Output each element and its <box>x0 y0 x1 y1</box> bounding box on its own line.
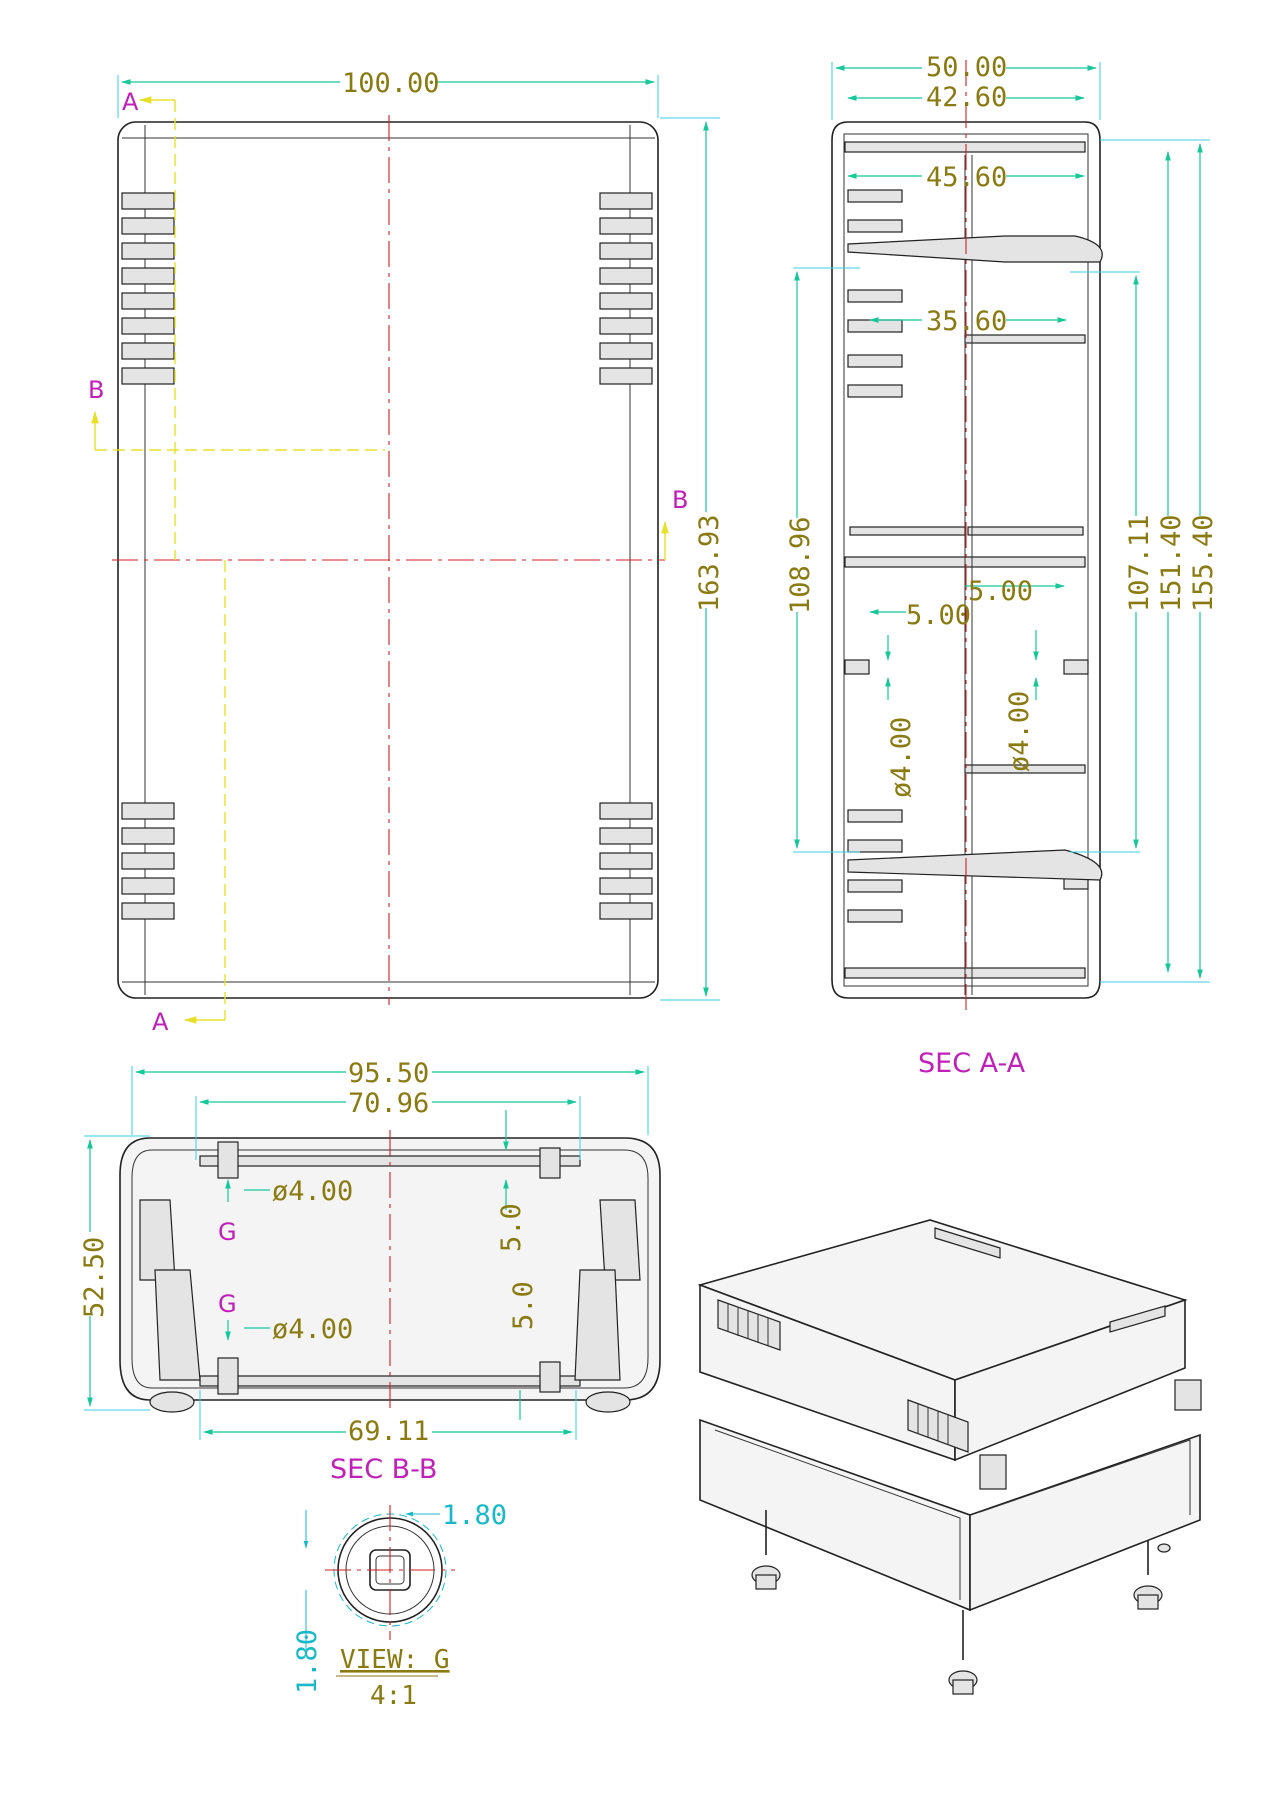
dim-bb-69: 69.11 <box>348 1416 429 1447</box>
section-aa-title: SEC A-A <box>918 1048 1026 1079</box>
isometric-enclosure <box>697 1219 1202 1695</box>
view-g-detail: 1.80 1.80 VIEW: G 4:1 <box>292 1500 507 1711</box>
iso-base-right <box>969 1433 1201 1612</box>
section-mark-g-bottom: G <box>218 1290 237 1318</box>
dim-bb-dia-bot: ø4.00 <box>272 1314 353 1345</box>
dim-bb-dia-top: ø4.00 <box>272 1176 353 1207</box>
section-bb-title: SEC B-B <box>330 1454 437 1485</box>
dim-aa-155: 155.40 <box>1188 514 1219 612</box>
dim-bb-70: 70.96 <box>348 1088 429 1119</box>
dim-aa-dia2: ø4.00 <box>1004 691 1035 772</box>
section-aa-view: 50.00 42.60 45.60 35.60 108.96 107.11 15… <box>785 52 1219 1079</box>
section-mark-b-right: B <box>672 486 688 514</box>
section-mark-b-left: B <box>88 376 104 404</box>
dim-aa-35: 35.60 <box>926 306 1007 337</box>
dim-aa-5a: 5.00 <box>906 600 971 631</box>
vent-slots-bottom-right <box>599 802 653 920</box>
vent-slots-bottom-left <box>121 802 175 920</box>
view-g-title: VIEW: G <box>340 1645 450 1675</box>
section-mark-g-top: G <box>218 1218 237 1246</box>
dim-aa-108: 108.96 <box>785 516 816 614</box>
section-bb-view: 95.50 70.96 69.11 52.50 ø4.00 ø4.00 G G … <box>79 1058 661 1485</box>
dim-aa-107: 107.11 <box>1124 514 1155 612</box>
section-aa-ribs <box>844 189 1089 923</box>
dim-g-180-v: 1.80 <box>292 1629 323 1694</box>
section-aa-outline <box>831 121 1101 999</box>
dim-aa-dia1: ø4.00 <box>886 717 917 798</box>
dim-aa-50: 50.00 <box>926 52 1007 83</box>
dim-aa-42: 42.60 <box>926 82 1007 113</box>
iso-feet <box>751 1510 1171 1695</box>
dim-g-180-h: 1.80 <box>442 1500 507 1531</box>
section-mark-a-bottom: A <box>152 1008 169 1036</box>
dim-bb-52: 52.50 <box>79 1237 110 1318</box>
dim-bb-5a: 5.0 <box>496 1203 527 1252</box>
dim-bb-5b: 5.0 <box>508 1281 539 1330</box>
dim-width-100: 100.00 <box>342 68 440 99</box>
dim-aa-5b: 5.00 <box>968 576 1033 607</box>
vent-slots-top-left <box>121 192 175 385</box>
dim-bb-95: 95.50 <box>348 1058 429 1089</box>
screw-boss <box>847 235 1103 263</box>
dim-aa-151: 151.40 <box>1156 514 1187 612</box>
dim-aa-45: 45.60 <box>926 162 1007 193</box>
section-mark-a-top: A <box>122 88 139 116</box>
iso-vents <box>717 1227 1166 1453</box>
vent-slots-top-right <box>599 192 653 385</box>
dim-height-163: 163.93 <box>694 514 725 612</box>
view-g-scale: 4:1 <box>370 1681 417 1711</box>
top-view: 100.00 163.93 A A B B <box>88 68 725 1036</box>
